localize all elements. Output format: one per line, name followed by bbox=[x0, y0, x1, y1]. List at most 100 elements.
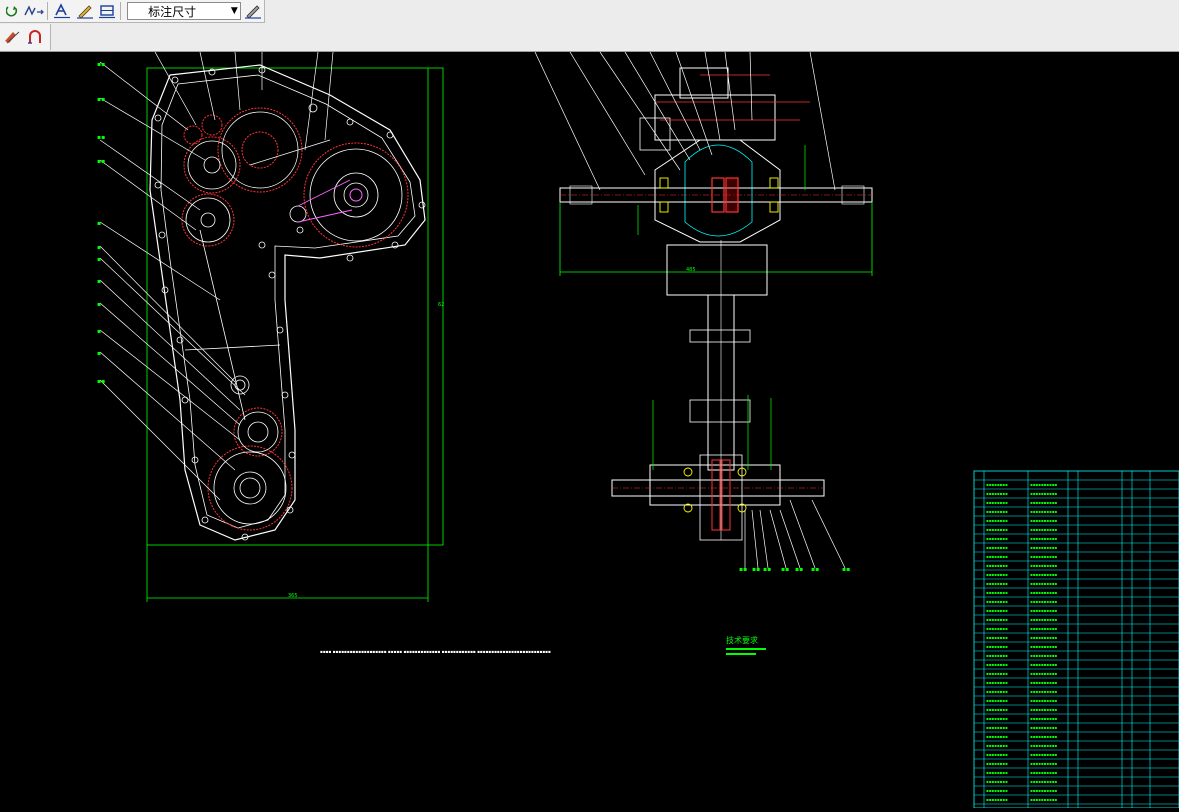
gearbox-side-view: 365 62 bbox=[97, 51, 444, 602]
table-cell-text: ▪▪▪▪▪▪▪▪ bbox=[986, 644, 1008, 649]
chevron-down-icon[interactable]: ▼ bbox=[230, 6, 238, 16]
table-cell-text: ▪▪▪▪▪▪▪▪▪▪ bbox=[1030, 545, 1057, 550]
table-cell-text: ▪▪▪▪▪▪▪▪ bbox=[986, 581, 1008, 586]
svg-text:▪: ▪ bbox=[97, 256, 101, 263]
table-cell-text: ▪▪▪▪▪▪▪▪▪▪ bbox=[1030, 779, 1057, 784]
technical-requirements: ▪▪▪▪ ▪▪▪▪▪▪▪▪▪▪▪▪▪▪▪▪▪▪▪ ▪▪▪▪▪ ▪▪▪▪▪▪▪▪▪… bbox=[320, 635, 766, 655]
table-cell-text: ▪▪▪▪▪▪▪▪ bbox=[986, 491, 1008, 496]
table-cell-text: ▪▪▪▪▪▪▪▪▪▪ bbox=[1030, 752, 1057, 757]
dimension-style-value: 标注尺寸 bbox=[148, 4, 197, 19]
svg-text:▪: ▪ bbox=[97, 301, 101, 308]
table-cell-text: ▪▪▪▪▪▪▪▪ bbox=[986, 788, 1008, 793]
table-cell-text: ▪▪▪▪▪▪▪▪▪▪ bbox=[1030, 734, 1057, 739]
table-cell-text: ▪▪▪▪▪▪▪▪▪▪ bbox=[1030, 626, 1057, 631]
svg-text:▪: ▪ bbox=[97, 220, 101, 227]
svg-text:▪▪: ▪▪ bbox=[781, 566, 789, 573]
erase-icon[interactable] bbox=[1, 27, 23, 47]
toolbar-row-2 bbox=[0, 24, 51, 50]
svg-text:▪▪▪▪ ▪▪▪▪▪▪▪▪▪▪▪▪▪▪▪▪▪▪▪ ▪▪▪▪▪: ▪▪▪▪ ▪▪▪▪▪▪▪▪▪▪▪▪▪▪▪▪▪▪▪ ▪▪▪▪▪ ▪▪▪▪▪▪▪▪▪… bbox=[320, 649, 551, 654]
table-cell-text: ▪▪▪▪▪▪▪▪▪▪ bbox=[1030, 644, 1057, 649]
technical-requirements-title: 技术要求 bbox=[726, 635, 758, 645]
dimension-update-icon[interactable] bbox=[242, 1, 264, 21]
table-cell-text: ▪▪▪▪▪▪▪▪▪▪ bbox=[1030, 572, 1057, 577]
table-cell-text: ▪▪▪▪▪▪▪▪ bbox=[986, 500, 1008, 505]
svg-text:▪▪: ▪▪ bbox=[811, 566, 819, 573]
table-cell-text: ▪▪▪▪▪▪▪▪▪▪ bbox=[1030, 671, 1057, 676]
gearbox-height-dimension: 62 bbox=[438, 302, 444, 308]
table-cell-text: ▪▪▪▪▪▪▪▪ bbox=[986, 680, 1008, 685]
table-cell-text: ▪▪▪▪▪▪▪▪ bbox=[986, 653, 1008, 658]
table-cell-text: ▪▪▪▪▪▪▪▪ bbox=[986, 707, 1008, 712]
table-cell-text: ▪▪▪▪▪▪▪▪ bbox=[986, 662, 1008, 667]
svg-text:▪: ▪ bbox=[97, 328, 101, 335]
table-cell-text: ▪▪▪▪▪▪▪▪▪▪ bbox=[1030, 662, 1057, 667]
table-cell-text: ▪▪▪▪▪▪▪▪ bbox=[986, 689, 1008, 694]
table-cell-text: ▪▪▪▪▪▪▪▪ bbox=[986, 752, 1008, 757]
table-cell-text: ▪▪▪▪▪▪▪▪ bbox=[986, 509, 1008, 514]
table-cell-text: ▪▪▪▪▪▪▪▪ bbox=[986, 572, 1008, 577]
table-cell-text: ▪▪▪▪▪▪▪▪ bbox=[986, 590, 1008, 595]
table-cell-text: ▪▪▪▪▪▪▪▪ bbox=[986, 797, 1008, 802]
shaft-width-dimension: 485 bbox=[686, 267, 696, 273]
drawing-canvas[interactable]: 365 62 bbox=[0, 51, 1179, 811]
table-cell-text: ▪▪▪▪▪▪▪▪▪▪ bbox=[1030, 743, 1057, 748]
table-cell-text: ▪▪▪▪▪▪▪▪ bbox=[986, 536, 1008, 541]
cad-drawing: 365 62 bbox=[97, 51, 1179, 811]
table-cell-text: ▪▪▪▪▪▪▪▪ bbox=[986, 734, 1008, 739]
toolbar-row-1: 标注尺寸 ▼ bbox=[0, 0, 265, 23]
table-cell-text: ▪▪▪▪▪▪▪▪▪▪ bbox=[1030, 536, 1057, 541]
dimension-tool-icon[interactable] bbox=[97, 1, 119, 21]
gearbox-width-dimension: 365 bbox=[288, 593, 298, 599]
table-cell-text: ▪▪▪▪▪▪▪▪ bbox=[986, 725, 1008, 730]
table-cell-text: ▪▪▪▪▪▪▪▪▪▪ bbox=[1030, 716, 1057, 721]
svg-text:▪▪: ▪▪ bbox=[97, 378, 105, 385]
table-cell-text: ▪▪▪▪▪▪▪▪▪▪ bbox=[1030, 707, 1057, 712]
refresh-icon[interactable] bbox=[1, 1, 23, 21]
dimension-style-select[interactable]: 标注尺寸 ▼ bbox=[127, 2, 242, 20]
svg-text:▪▪: ▪▪ bbox=[752, 566, 760, 573]
table-cell-text: ▪▪▪▪▪▪▪▪▪▪ bbox=[1030, 689, 1057, 694]
svg-text:▪: ▪ bbox=[97, 244, 101, 251]
table-cell-text: ▪▪▪▪▪▪▪▪▪▪ bbox=[1030, 599, 1057, 604]
table-cell-text: ▪▪▪▪▪▪▪▪▪▪ bbox=[1030, 617, 1057, 622]
table-cell-text: ▪▪▪▪▪▪▪▪▪▪ bbox=[1030, 608, 1057, 613]
table-cell-text: ▪▪▪▪▪▪▪▪ bbox=[986, 716, 1008, 721]
table-cell-text: ▪▪▪▪▪▪▪▪ bbox=[986, 671, 1008, 676]
svg-text:▪▪: ▪▪ bbox=[842, 566, 850, 573]
table-cell-text: ▪▪▪▪▪▪▪▪ bbox=[986, 761, 1008, 766]
table-cell-text: ▪▪▪▪▪▪▪▪ bbox=[986, 563, 1008, 568]
table-cell-text: ▪▪▪▪▪▪▪▪ bbox=[986, 779, 1008, 784]
table-cell-text: ▪▪▪▪▪▪▪▪ bbox=[986, 626, 1008, 631]
toolbar-separator bbox=[120, 2, 122, 20]
svg-text:▪▪: ▪▪ bbox=[795, 566, 803, 573]
table-cell-text: ▪▪▪▪▪▪▪▪▪▪ bbox=[1030, 788, 1057, 793]
svg-text:▪▪: ▪▪ bbox=[97, 134, 105, 141]
table-cell-text: ▪▪▪▪▪▪▪▪▪▪ bbox=[1030, 590, 1057, 595]
table-cell-text: ▪▪▪▪▪▪▪▪▪▪ bbox=[1030, 500, 1057, 505]
table-cell-text: ▪▪▪▪▪▪▪▪▪▪ bbox=[1030, 725, 1057, 730]
table-cell-text: ▪▪▪▪▪▪▪▪▪▪ bbox=[1030, 635, 1057, 640]
table-cell-text: ▪▪▪▪▪▪▪▪ bbox=[986, 482, 1008, 487]
table-cell-text: ▪▪▪▪▪▪▪▪▪▪ bbox=[1030, 491, 1057, 496]
table-cell-text: ▪▪▪▪▪▪▪▪ bbox=[986, 635, 1008, 640]
arc-tool-icon[interactable] bbox=[24, 27, 46, 47]
polyline-icon[interactable] bbox=[24, 1, 46, 21]
svg-text:▪▪: ▪▪ bbox=[97, 158, 105, 165]
table-cell-text: ▪▪▪▪▪▪▪▪▪▪ bbox=[1030, 482, 1057, 487]
table-cell-text: ▪▪▪▪▪▪▪▪ bbox=[986, 608, 1008, 613]
axle-section-view: 485 bbox=[534, 51, 873, 573]
table-cell-text: ▪▪▪▪▪▪▪▪▪▪ bbox=[1030, 518, 1057, 523]
table-cell-text: ▪▪▪▪▪▪▪▪▪▪ bbox=[1030, 680, 1057, 685]
table-cell-text: ▪▪▪▪▪▪▪▪▪▪ bbox=[1030, 770, 1057, 775]
svg-text:▪: ▪ bbox=[97, 278, 101, 285]
toolbar-separator bbox=[47, 2, 49, 20]
table-cell-text: ▪▪▪▪▪▪▪▪ bbox=[986, 617, 1008, 622]
text-style-icon[interactable] bbox=[51, 1, 73, 21]
table-cell-text: ▪▪▪▪▪▪▪▪ bbox=[986, 545, 1008, 550]
table-cell-text: ▪▪▪▪▪▪▪▪▪▪ bbox=[1030, 581, 1057, 586]
housing-outline bbox=[149, 64, 426, 541]
table-cell-text: ▪▪▪▪▪▪▪▪ bbox=[986, 518, 1008, 523]
table-cell-text: ▪▪▪▪▪▪▪▪ bbox=[986, 698, 1008, 703]
edit-dimension-icon[interactable] bbox=[74, 1, 96, 21]
table-cell-text: ▪▪▪▪▪▪▪▪▪▪ bbox=[1030, 653, 1057, 658]
